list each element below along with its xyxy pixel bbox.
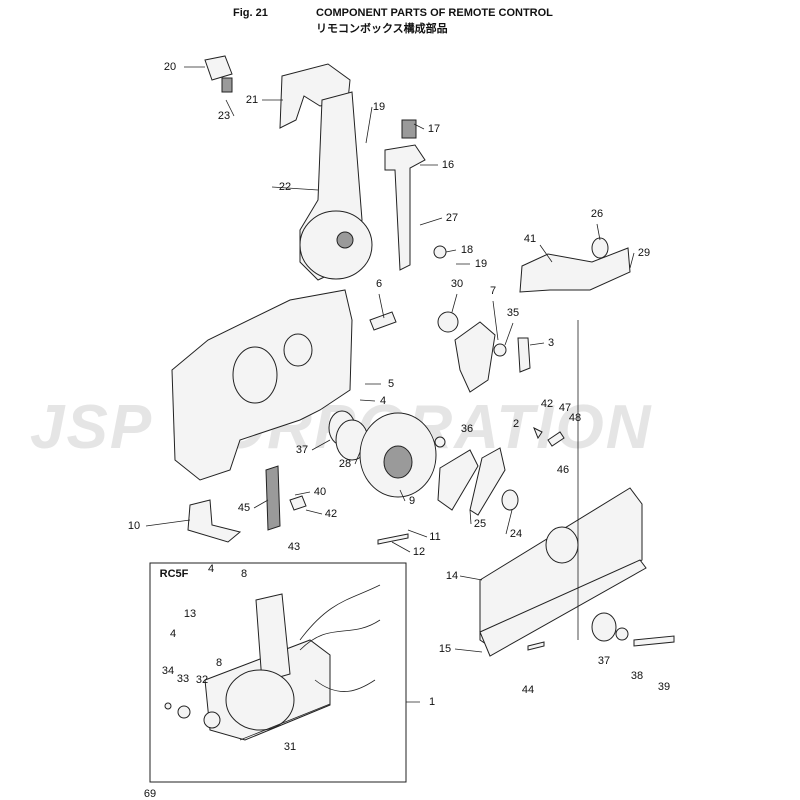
figure-title: COMPONENT PARTS OF REMOTE CONTROL (316, 7, 553, 19)
callout-22: 22 (278, 181, 292, 193)
callout-8-inset-b: 8 (215, 657, 223, 669)
callout-15: 15 (438, 643, 452, 655)
callout-20: 20 (163, 61, 177, 73)
inset-title: RC5F (159, 568, 189, 580)
callout-30: 30 (450, 278, 464, 290)
callout-2: 2 (512, 418, 520, 430)
callout-3: 3 (547, 337, 555, 349)
callout-13: 13 (183, 608, 197, 620)
callout-11: 11 (429, 531, 441, 543)
callout-32: 32 (195, 674, 209, 686)
callout-46: 46 (556, 464, 570, 476)
callout-26: 26 (590, 208, 604, 220)
callout-17: 17 (427, 123, 441, 135)
callout-39: 39 (657, 681, 671, 693)
callout-19: 19 (372, 101, 386, 113)
callout-42b: 42 (324, 508, 338, 520)
callout-7: 7 (489, 285, 497, 297)
callout-4-inset-b: 4 (169, 628, 177, 640)
callout-45: 45 (237, 502, 251, 514)
callout-37: 37 (295, 444, 309, 456)
callout-12: 12 (412, 546, 426, 558)
callout-25: 25 (473, 518, 487, 530)
callout-35: 35 (506, 307, 520, 319)
callout-16: 16 (441, 159, 455, 171)
callout-40: 40 (313, 486, 327, 498)
callout-28: 28 (338, 458, 352, 470)
callout-23: 23 (217, 110, 231, 122)
callout-44: 44 (521, 684, 535, 696)
page-number: 69 (143, 788, 157, 800)
callout-33: 33 (176, 673, 190, 685)
callout-21: 21 (245, 94, 259, 106)
callout-14: 14 (445, 570, 459, 582)
callout-36: 36 (460, 423, 474, 435)
callout-29: 29 (637, 247, 651, 259)
callout-34: 34 (161, 665, 175, 677)
callout-37b: 37 (597, 655, 611, 667)
callout-1: 1 (428, 696, 436, 708)
callout-9: 9 (408, 495, 416, 507)
callout-8-inset: 8 (240, 568, 248, 580)
callout-4: 4 (379, 395, 387, 407)
callout-43: 43 (287, 541, 301, 553)
callout-27: 27 (445, 212, 459, 224)
figure-title-japanese: リモコンボックス構成部品 (316, 23, 448, 35)
callout-42: 42 (540, 398, 554, 410)
callout-38: 38 (630, 670, 644, 682)
callout-41: 41 (523, 233, 537, 245)
figure-number: Fig. 21 (233, 7, 268, 19)
callout-24: 24 (509, 528, 523, 540)
callout-47: 47 (558, 402, 572, 414)
callout-48: 48 (568, 412, 582, 424)
callout-18: 18 (460, 244, 474, 256)
callout-4-inset: 4 (207, 563, 215, 575)
callout-6: 6 (375, 278, 383, 290)
callout-10: 10 (127, 520, 141, 532)
callout-5: 5 (387, 378, 395, 390)
callout-31: 31 (283, 741, 297, 753)
callout-19b: 19 (474, 258, 488, 270)
